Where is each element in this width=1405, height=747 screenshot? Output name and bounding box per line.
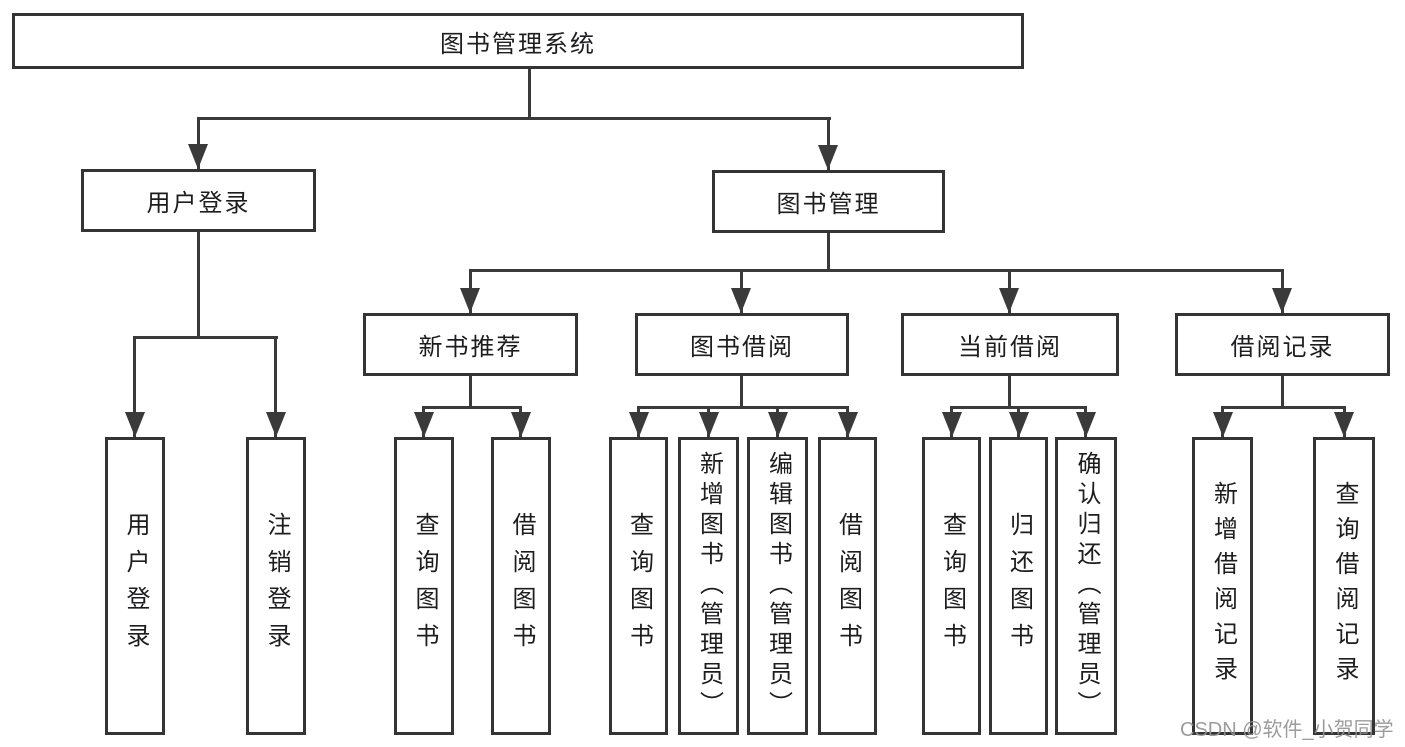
node-label: 新书推荐 xyxy=(418,334,523,361)
node-label: 查询图书 xyxy=(625,512,653,660)
leaf-query-books-recommend: 查询图书 xyxy=(394,437,454,735)
leaf-logout-login: 注销登录 xyxy=(246,437,306,735)
connector-drop-leaf xyxy=(274,336,277,437)
node-label: 注销登录 xyxy=(263,512,290,660)
leaf-query-books-borrowing: 查询图书 xyxy=(609,437,668,735)
leaf-query-books-current: 查询图书 xyxy=(922,437,981,735)
arrowhead-icon xyxy=(1076,412,1096,437)
connector-borrowing-records-stem xyxy=(1281,376,1284,409)
connector-new-book-rail xyxy=(422,406,522,409)
leaf-borrow-books-recommend: 借阅图书 xyxy=(491,437,551,735)
arrowhead-icon xyxy=(699,412,719,437)
arrowhead-icon xyxy=(460,288,480,313)
leaf-add-books-admin: 新增图书（管理员） xyxy=(678,437,739,735)
node-label: 图书管理系统 xyxy=(440,30,596,58)
connector-level2-rail xyxy=(197,117,831,120)
leaf-borrow-books-borrowing: 借阅图书 xyxy=(818,437,877,735)
node-user-login: 用户登录 xyxy=(81,169,316,232)
node-label: 归还图书 xyxy=(1005,512,1033,660)
node-label: 查询图书 xyxy=(938,512,966,660)
arrowhead-icon xyxy=(125,412,145,437)
arrowhead-icon xyxy=(414,412,434,437)
connector-current-borrowing-stem xyxy=(1008,376,1011,409)
connector-book-borrowing-rail xyxy=(637,406,849,409)
node-current-borrowing: 当前借阅 xyxy=(901,313,1119,376)
connector-user-login-stem xyxy=(197,232,200,339)
connector-drop-book-management xyxy=(827,117,830,170)
leaf-edit-books-admin: 编辑图书（管理员） xyxy=(747,437,808,735)
arrowhead-icon xyxy=(188,144,208,169)
node-label: 借阅记录 xyxy=(1230,334,1335,361)
node-label: 借阅图书 xyxy=(834,512,862,660)
arrowhead-icon xyxy=(1213,412,1233,437)
node-label: 确认归还（管理员） xyxy=(1073,451,1100,721)
connector-book-management-stem xyxy=(827,233,830,272)
node-new-book-recommend: 新书推荐 xyxy=(363,313,578,376)
node-label: 新增借阅记录 xyxy=(1209,481,1237,691)
node-library-management-system: 图书管理系统 xyxy=(12,13,1024,69)
arrowhead-icon xyxy=(629,412,649,437)
node-book-borrowing: 图书借阅 xyxy=(635,313,849,376)
leaf-add-borrow-record: 新增借阅记录 xyxy=(1192,437,1253,735)
arrowhead-icon xyxy=(1272,288,1292,313)
connector-new-book-stem xyxy=(469,376,472,409)
node-borrowing-records: 借阅记录 xyxy=(1175,313,1390,376)
node-label: 查询图书 xyxy=(411,512,438,660)
node-label: 图书管理 xyxy=(776,191,881,218)
node-label: 新增图书（管理员） xyxy=(695,451,723,721)
node-label: 借阅图书 xyxy=(508,512,535,660)
node-label: 用户登录 xyxy=(122,512,149,660)
node-label: 查询借阅记录 xyxy=(1331,481,1358,691)
connector-root-stem xyxy=(528,69,531,120)
connector-user-login-rail xyxy=(133,336,278,339)
leaf-return-books: 归还图书 xyxy=(989,437,1048,735)
node-label: 当前借阅 xyxy=(958,334,1062,361)
node-label: 用户登录 xyxy=(146,190,251,217)
leaf-confirm-return-admin: 确认归还（管理员） xyxy=(1055,437,1117,735)
node-book-management: 图书管理 xyxy=(712,170,945,233)
connector-book-borrowing-stem xyxy=(740,376,743,409)
arrowhead-icon xyxy=(1334,412,1354,437)
arrowhead-icon xyxy=(1009,412,1029,437)
leaf-query-borrow-record: 查询借阅记录 xyxy=(1313,437,1375,735)
leaf-user-login: 用户登录 xyxy=(105,437,165,735)
connector-drop-user-login xyxy=(197,117,200,169)
node-label: 编辑图书（管理员） xyxy=(764,451,792,721)
connector-drop-leaf xyxy=(133,336,136,437)
arrowhead-icon xyxy=(266,412,286,437)
arrowhead-icon xyxy=(999,288,1019,313)
arrowhead-icon xyxy=(768,412,788,437)
connector-level3-rail xyxy=(469,269,1284,272)
arrowhead-icon xyxy=(942,412,962,437)
node-label: 图书借阅 xyxy=(690,334,794,361)
arrowhead-icon xyxy=(838,412,858,437)
arrowhead-icon xyxy=(818,145,838,170)
csdn-watermark: CSDN @软件_小贺同学 xyxy=(1180,719,1394,741)
connector-borrowing-records-rail xyxy=(1221,406,1346,409)
arrowhead-icon xyxy=(511,412,531,437)
arrowhead-icon xyxy=(731,288,751,313)
